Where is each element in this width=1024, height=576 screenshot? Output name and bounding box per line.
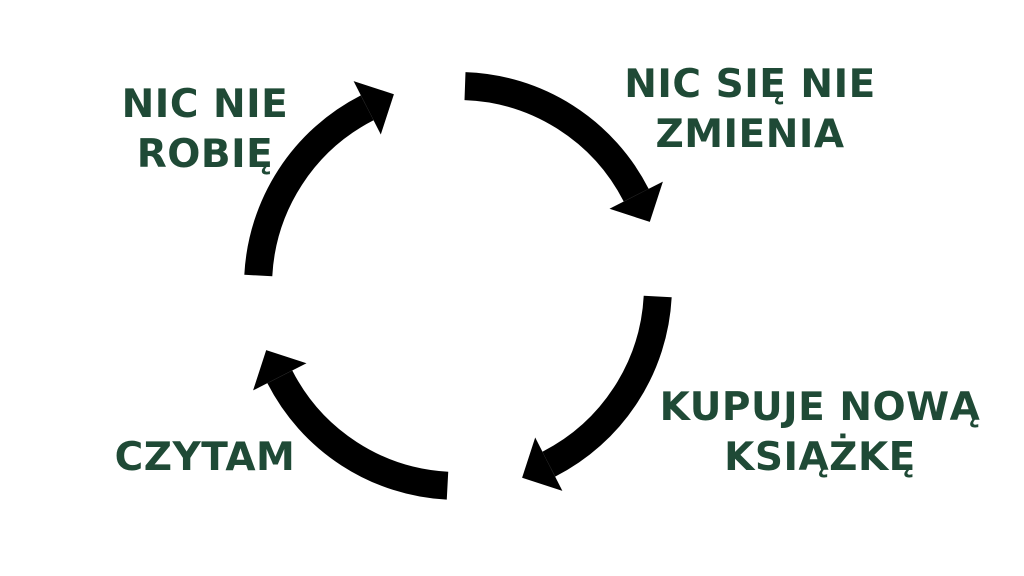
- stage-label-line: ZMIENIA: [655, 112, 845, 157]
- arrow-bottom-left-head: [253, 350, 307, 391]
- stage-label-buy-new-book: KUPUJE NOWĄ KSIĄŻKĘ: [650, 383, 990, 483]
- arrow-bottom-right-shaft: [542, 295, 672, 477]
- arrow-top-right-head: [609, 181, 663, 222]
- stage-label-line: ROBIĘ: [136, 132, 274, 177]
- stage-label-line: KUPUJE NOWĄ: [659, 385, 981, 430]
- stage-label-line: CZYTAM: [114, 435, 296, 480]
- stage-label-reading: CZYTAM: [95, 433, 315, 483]
- arrow-top-left-head: [353, 81, 394, 135]
- arrow-bottom-right-head: [522, 437, 563, 491]
- arrow-top-right-shaft: [464, 72, 649, 202]
- arrow-bottom-left-shaft: [267, 370, 449, 500]
- stage-label-line: NIC NIE: [121, 82, 289, 127]
- stage-label-nothing-changes: NIC SIĘ NIE ZMIENIA: [610, 60, 890, 160]
- stage-label-line: KSIĄŻKĘ: [724, 435, 916, 480]
- stage-label-doing-nothing: NIC NIE ROBIĘ: [85, 80, 325, 180]
- arrow-top-left-shaft: [244, 95, 374, 277]
- stage-label-line: NIC SIĘ NIE: [624, 62, 876, 107]
